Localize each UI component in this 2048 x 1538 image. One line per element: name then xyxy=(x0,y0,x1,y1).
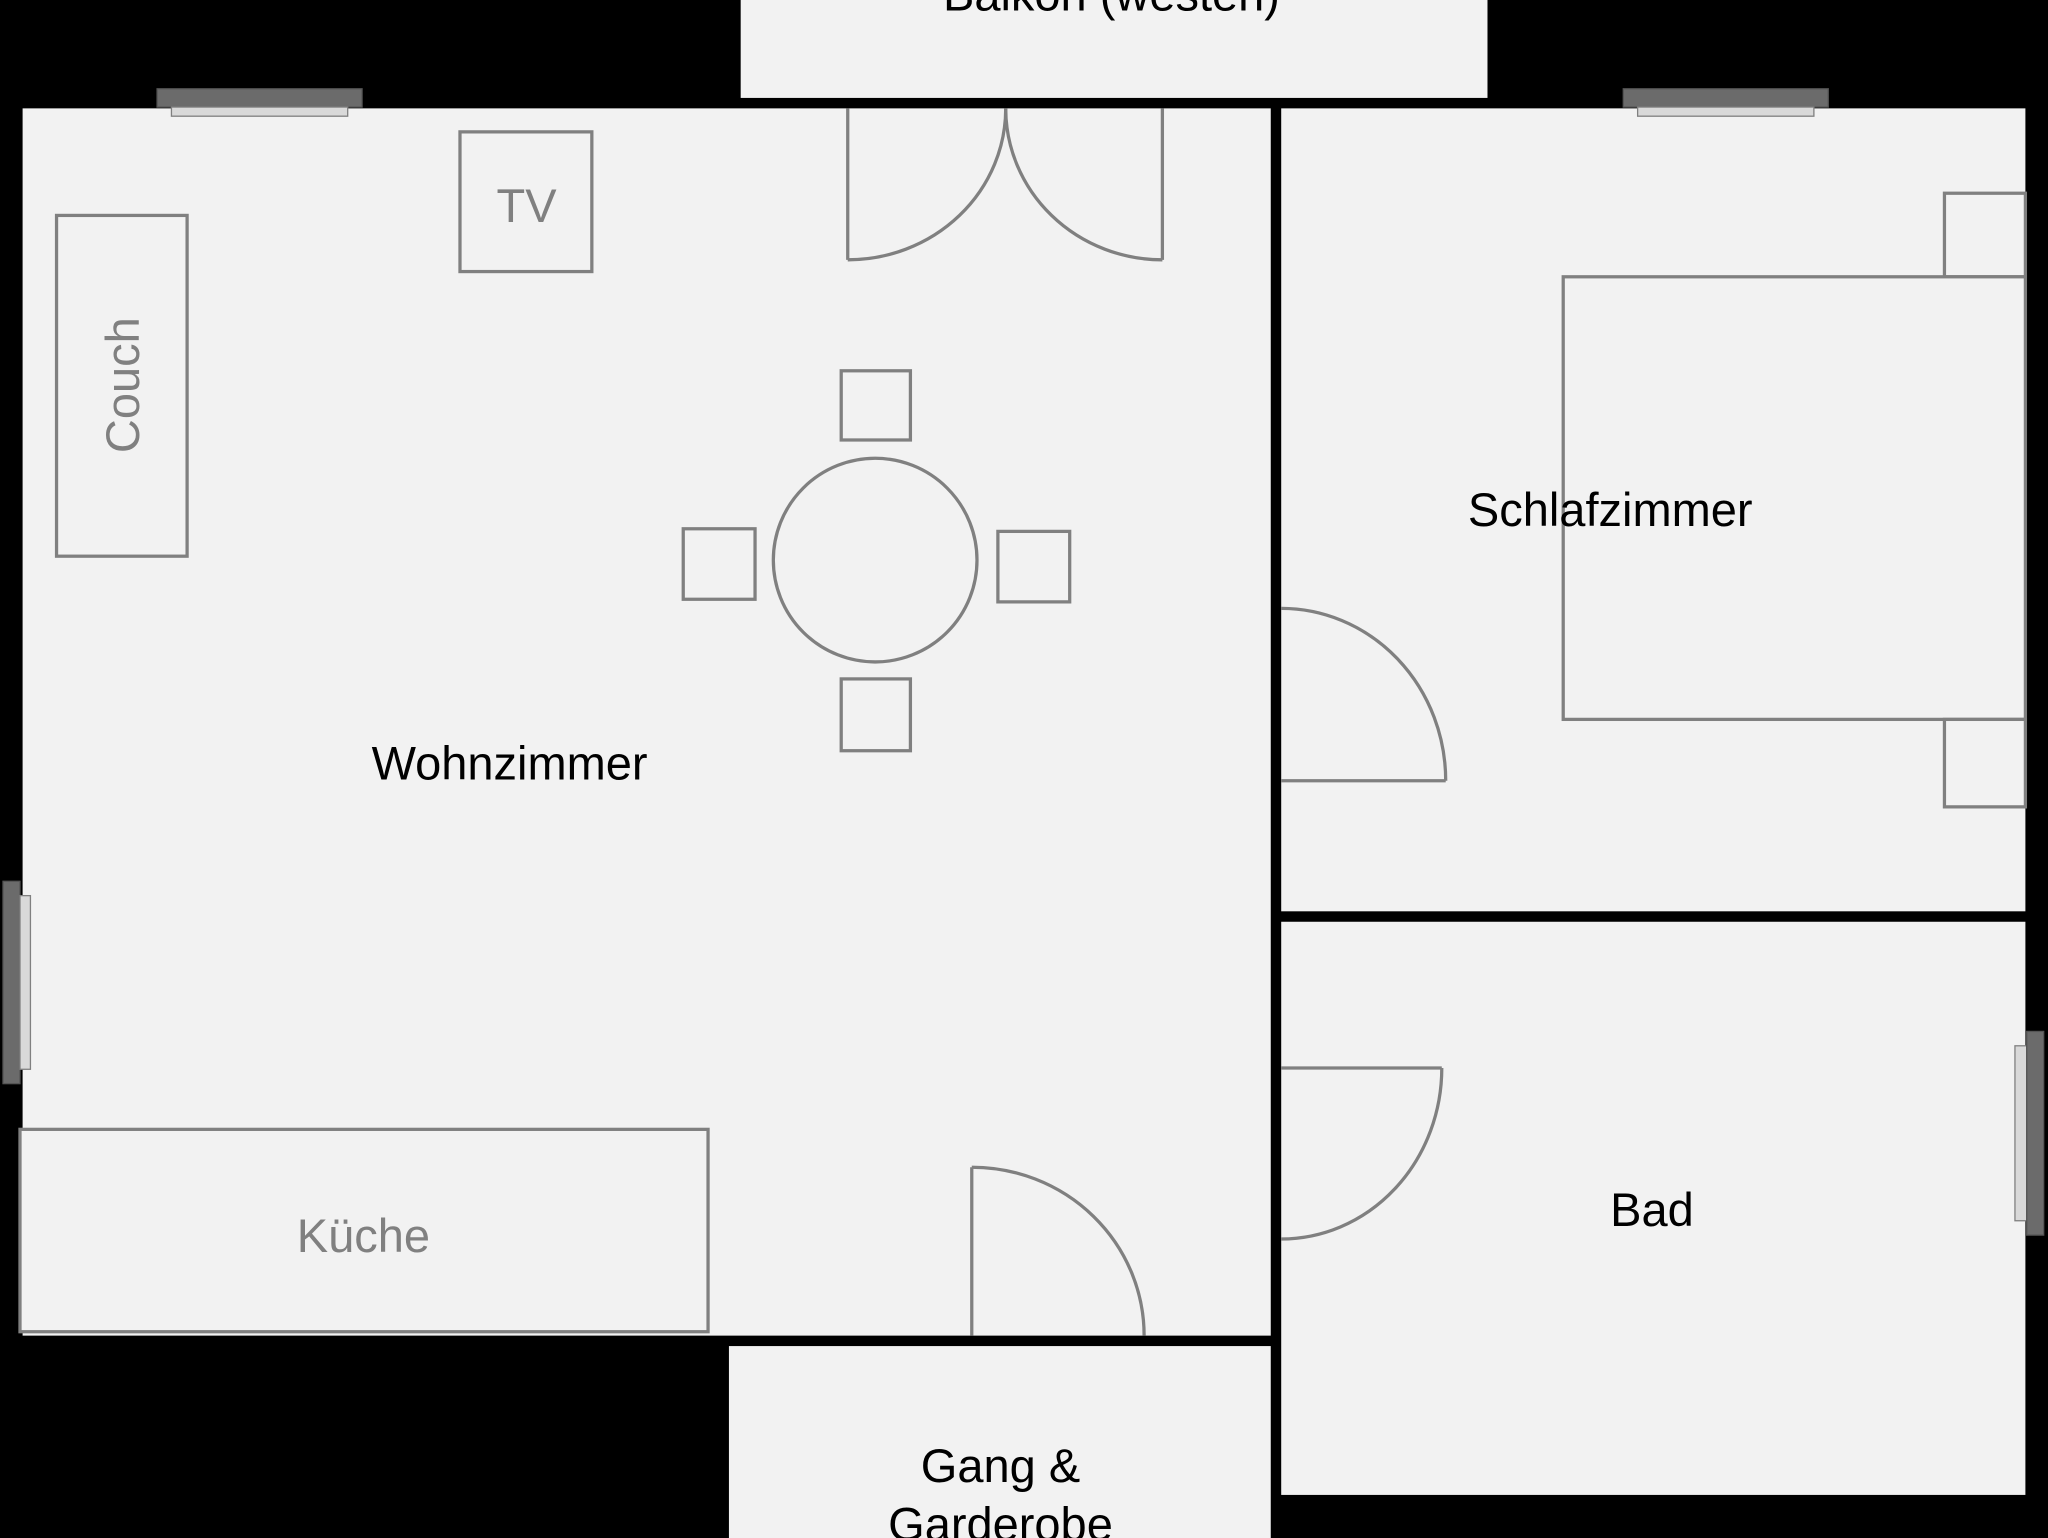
kitchen-label: Küche xyxy=(297,1209,430,1262)
kitchen-counter xyxy=(18,1127,710,1334)
entrance-door-icon xyxy=(970,1165,1146,1336)
window-icon xyxy=(2,880,32,1085)
room-label-garderobe: Garderobe xyxy=(888,1498,1113,1538)
tv-label: TV xyxy=(497,179,558,232)
bedroom-door-icon xyxy=(1281,606,1448,783)
room-wohnzimmer: TV Couch Wohnzimmer Küche xyxy=(18,108,1271,1336)
chair xyxy=(839,677,913,753)
chair xyxy=(681,527,757,601)
room-label-bad: Bad xyxy=(1610,1183,1694,1236)
bed xyxy=(1561,275,2028,722)
window-icon xyxy=(2014,1030,2045,1236)
bathroom-door-icon xyxy=(1281,1066,1444,1241)
room-balkon: Balkon (westen) xyxy=(740,0,1488,98)
couch-label: Couch xyxy=(96,317,149,453)
window-icon xyxy=(1622,88,1829,117)
tv-furniture xyxy=(458,130,594,274)
room-label-balkon: Balkon (westen) xyxy=(943,0,1280,20)
room-label-wohnzimmer: Wohnzimmer xyxy=(372,736,648,789)
nightstand xyxy=(1942,717,2028,809)
room-label-gang: Gang & xyxy=(921,1439,1080,1492)
chair xyxy=(839,369,913,442)
chair xyxy=(996,529,1072,604)
balcony-double-door-icon xyxy=(846,108,1165,262)
room-label-schlafzimmer: Schlafzimmer xyxy=(1468,483,1753,536)
dining-table xyxy=(681,369,1072,753)
nightstand xyxy=(1942,191,2028,279)
window-icon xyxy=(156,88,363,117)
room-bad: Bad xyxy=(1281,921,2026,1495)
room-gang: Gang & Garderobe xyxy=(728,1346,1271,1538)
room-schlafzimmer: Schlafzimmer xyxy=(1281,108,2028,912)
couch-furniture xyxy=(54,213,189,558)
